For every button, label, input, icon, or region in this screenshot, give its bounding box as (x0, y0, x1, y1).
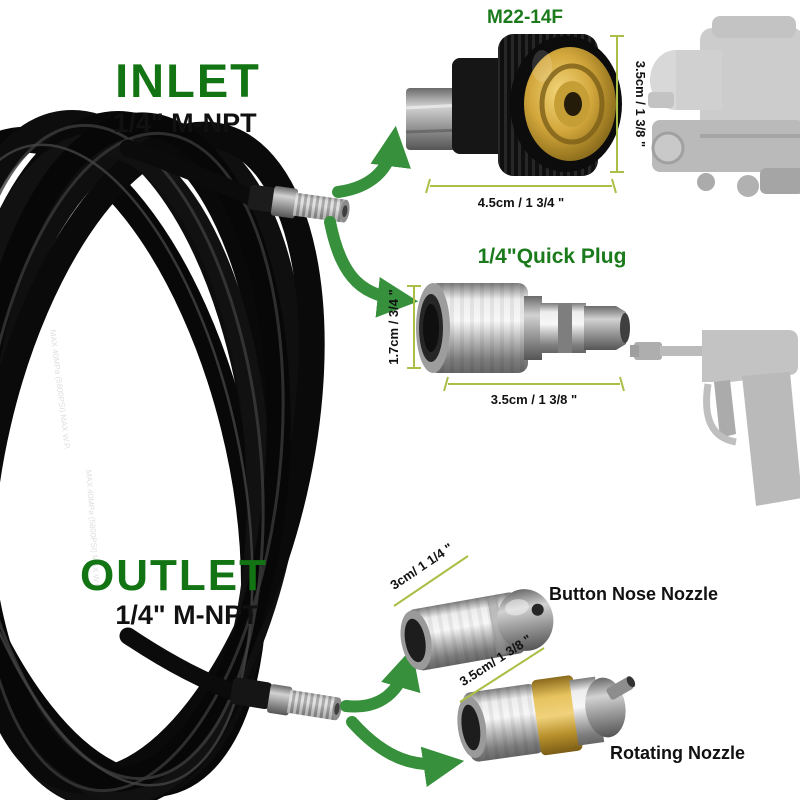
inlet-subtitle: 1/4" M-NPT (113, 108, 257, 138)
button-nozzle-image (400, 589, 554, 671)
svg-text:3cm/ 1 1/4 ": 3cm/ 1 1/4 " (387, 540, 455, 593)
svg-text:3.5cm / 1 3/8 ": 3.5cm / 1 3/8 " (491, 392, 577, 407)
inlet-hose-fitting (247, 184, 350, 223)
arrow-outlet-to-rotating-nozzle (346, 716, 465, 788)
outlet-hose-fitting (230, 677, 342, 721)
m22-fitting-image (405, 34, 622, 176)
quick-plug-width-dimension: 3.5cm / 1 3/8 " (443, 376, 625, 407)
arrow-inlet-to-m22 (332, 125, 411, 198)
quick-plug-label: 1/4"Quick Plug (478, 245, 627, 268)
outlet-title: OUTLET (80, 551, 268, 600)
svg-text:1.7cm / 3/4 ": 1.7cm / 3/4 " (386, 289, 401, 365)
svg-text:4.5cm / 1 3/4 ": 4.5cm / 1 3/4 " (478, 195, 564, 210)
inlet-hose-end (119, 139, 350, 223)
outlet-subtitle: 1/4" M-NPT (115, 600, 259, 630)
rotating-nozzle-label: Rotating Nozzle (610, 743, 745, 763)
pressure-washer-image (648, 16, 800, 197)
m22-label: M22-14F (487, 7, 563, 28)
hose-coil (0, 109, 325, 800)
outlet-hose-end (119, 627, 342, 721)
spray-gun-image (630, 330, 800, 506)
quick-plug-image (416, 283, 630, 373)
m22-width-dimension: 4.5cm / 1 3/4 " (425, 178, 617, 210)
m22-height-dimension: 3.5cm / 1 3/8 " (610, 35, 648, 173)
hose-print-text: MAX 40MPa (5800PSI) MAX W.P. (48, 329, 72, 450)
inlet-title: INLET (115, 54, 261, 107)
rotating-nozzle-image (457, 675, 636, 762)
svg-text:3.5cm / 1 3/8 ": 3.5cm / 1 3/8 " (633, 61, 648, 147)
arrow-outlet-to-button-nozzle (340, 648, 421, 713)
button-nozzle-label: Button Nose Nozzle (549, 584, 718, 604)
button-nozzle-dimension: 3cm/ 1 1/4 " (387, 540, 469, 607)
arrow-inlet-to-quick-plug (324, 216, 419, 318)
quick-plug-height-dimension: 1.7cm / 3/4 " (386, 285, 421, 369)
